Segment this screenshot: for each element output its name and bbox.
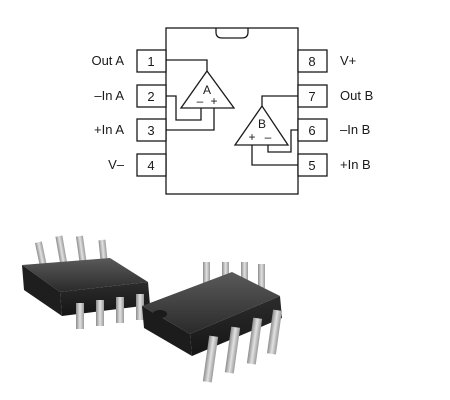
pin-label-in-plus-b: +In B — [340, 157, 371, 172]
pin-label-v-plus: V+ — [340, 53, 356, 68]
pin-label-out-b: Out B — [340, 88, 373, 103]
pin-label-out-a: Out A — [91, 53, 124, 68]
right-pin-labels: V+ Out B –In B +In B — [340, 53, 373, 172]
left-pin-labels: Out A –In A +In A V– — [91, 53, 124, 172]
pin-number-4: 4 — [147, 158, 154, 173]
pin-number-5: 5 — [308, 158, 315, 173]
pin-label-in-minus-a: –In A — [94, 88, 124, 103]
pin-box-8 — [297, 49, 328, 73]
opamp-a-letter: A — [203, 83, 211, 97]
ic-notch — [215, 28, 249, 39]
pin-number-7: 7 — [308, 89, 315, 104]
opamp-a-symbol — [179, 69, 236, 109]
pin-number-6: 6 — [308, 123, 315, 138]
opamp-b-symbol — [233, 104, 290, 146]
opamp-a-minus-sign: – — [197, 94, 204, 108]
right-pin-numbers: 8 7 6 5 — [308, 54, 315, 173]
dip8-package-photo-icon — [22, 235, 283, 383]
opamp-b-plus-sign: + — [248, 130, 255, 144]
pinout-diagram — [136, 27, 328, 195]
pin-label-in-plus-a: +In A — [94, 122, 124, 137]
opamp-b-minus-sign: – — [265, 130, 272, 144]
pin-number-8: 8 — [308, 54, 315, 69]
pin-number-1: 1 — [147, 54, 154, 69]
chip-right — [142, 262, 283, 383]
ic-body — [165, 27, 299, 195]
wire-plus-a — [166, 108, 215, 131]
pin-number-2: 2 — [147, 89, 154, 104]
opamp-a-plus-sign: + — [210, 94, 217, 108]
pin-number-3: 3 — [147, 123, 154, 138]
wire-minus-b — [267, 129, 298, 153]
wire-minus-a — [166, 95, 202, 121]
left-pin-numbers: 1 2 3 4 — [147, 54, 154, 173]
pin-label-v-minus: V– — [108, 157, 125, 172]
pin-label-in-minus-b: –In B — [340, 122, 370, 137]
wire-out-a — [166, 59, 208, 71]
opamp-b-letter: B — [258, 117, 266, 131]
pin-box-4 — [136, 153, 167, 177]
wire-out-b — [261, 95, 298, 106]
pin-box-1 — [136, 49, 167, 73]
wire-plus-b — [251, 145, 298, 166]
chip-left — [22, 235, 150, 329]
